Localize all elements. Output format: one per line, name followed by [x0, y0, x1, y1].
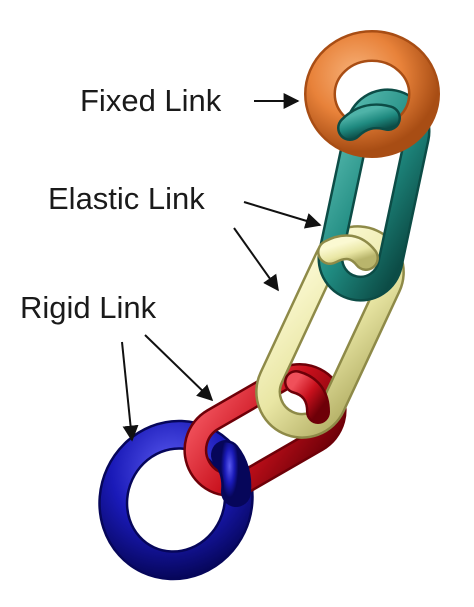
elastic-link-cream-overlap: [317, 234, 379, 271]
rigid-link-label: Rigid Link: [20, 290, 157, 325]
rigid-link-blue-overlap: [211, 440, 252, 507]
fixed-link-orange: [304, 30, 440, 158]
elastic-link-arrow-green: [243, 201, 322, 229]
fixed-link-label: Fixed Link: [80, 83, 222, 118]
elastic-link-arrow-cream: [233, 227, 279, 292]
elastic-link-label: Elastic Link: [48, 181, 205, 216]
elastic-link-green: [317, 88, 431, 302]
elastic-link-green-overlap: [337, 103, 401, 141]
elastic-link-cream: [255, 225, 405, 439]
rigid-link-arrow-blue: [121, 341, 139, 442]
rigid-link-red-overlap: [284, 370, 330, 424]
rigid-link-arrow-red: [144, 334, 214, 402]
